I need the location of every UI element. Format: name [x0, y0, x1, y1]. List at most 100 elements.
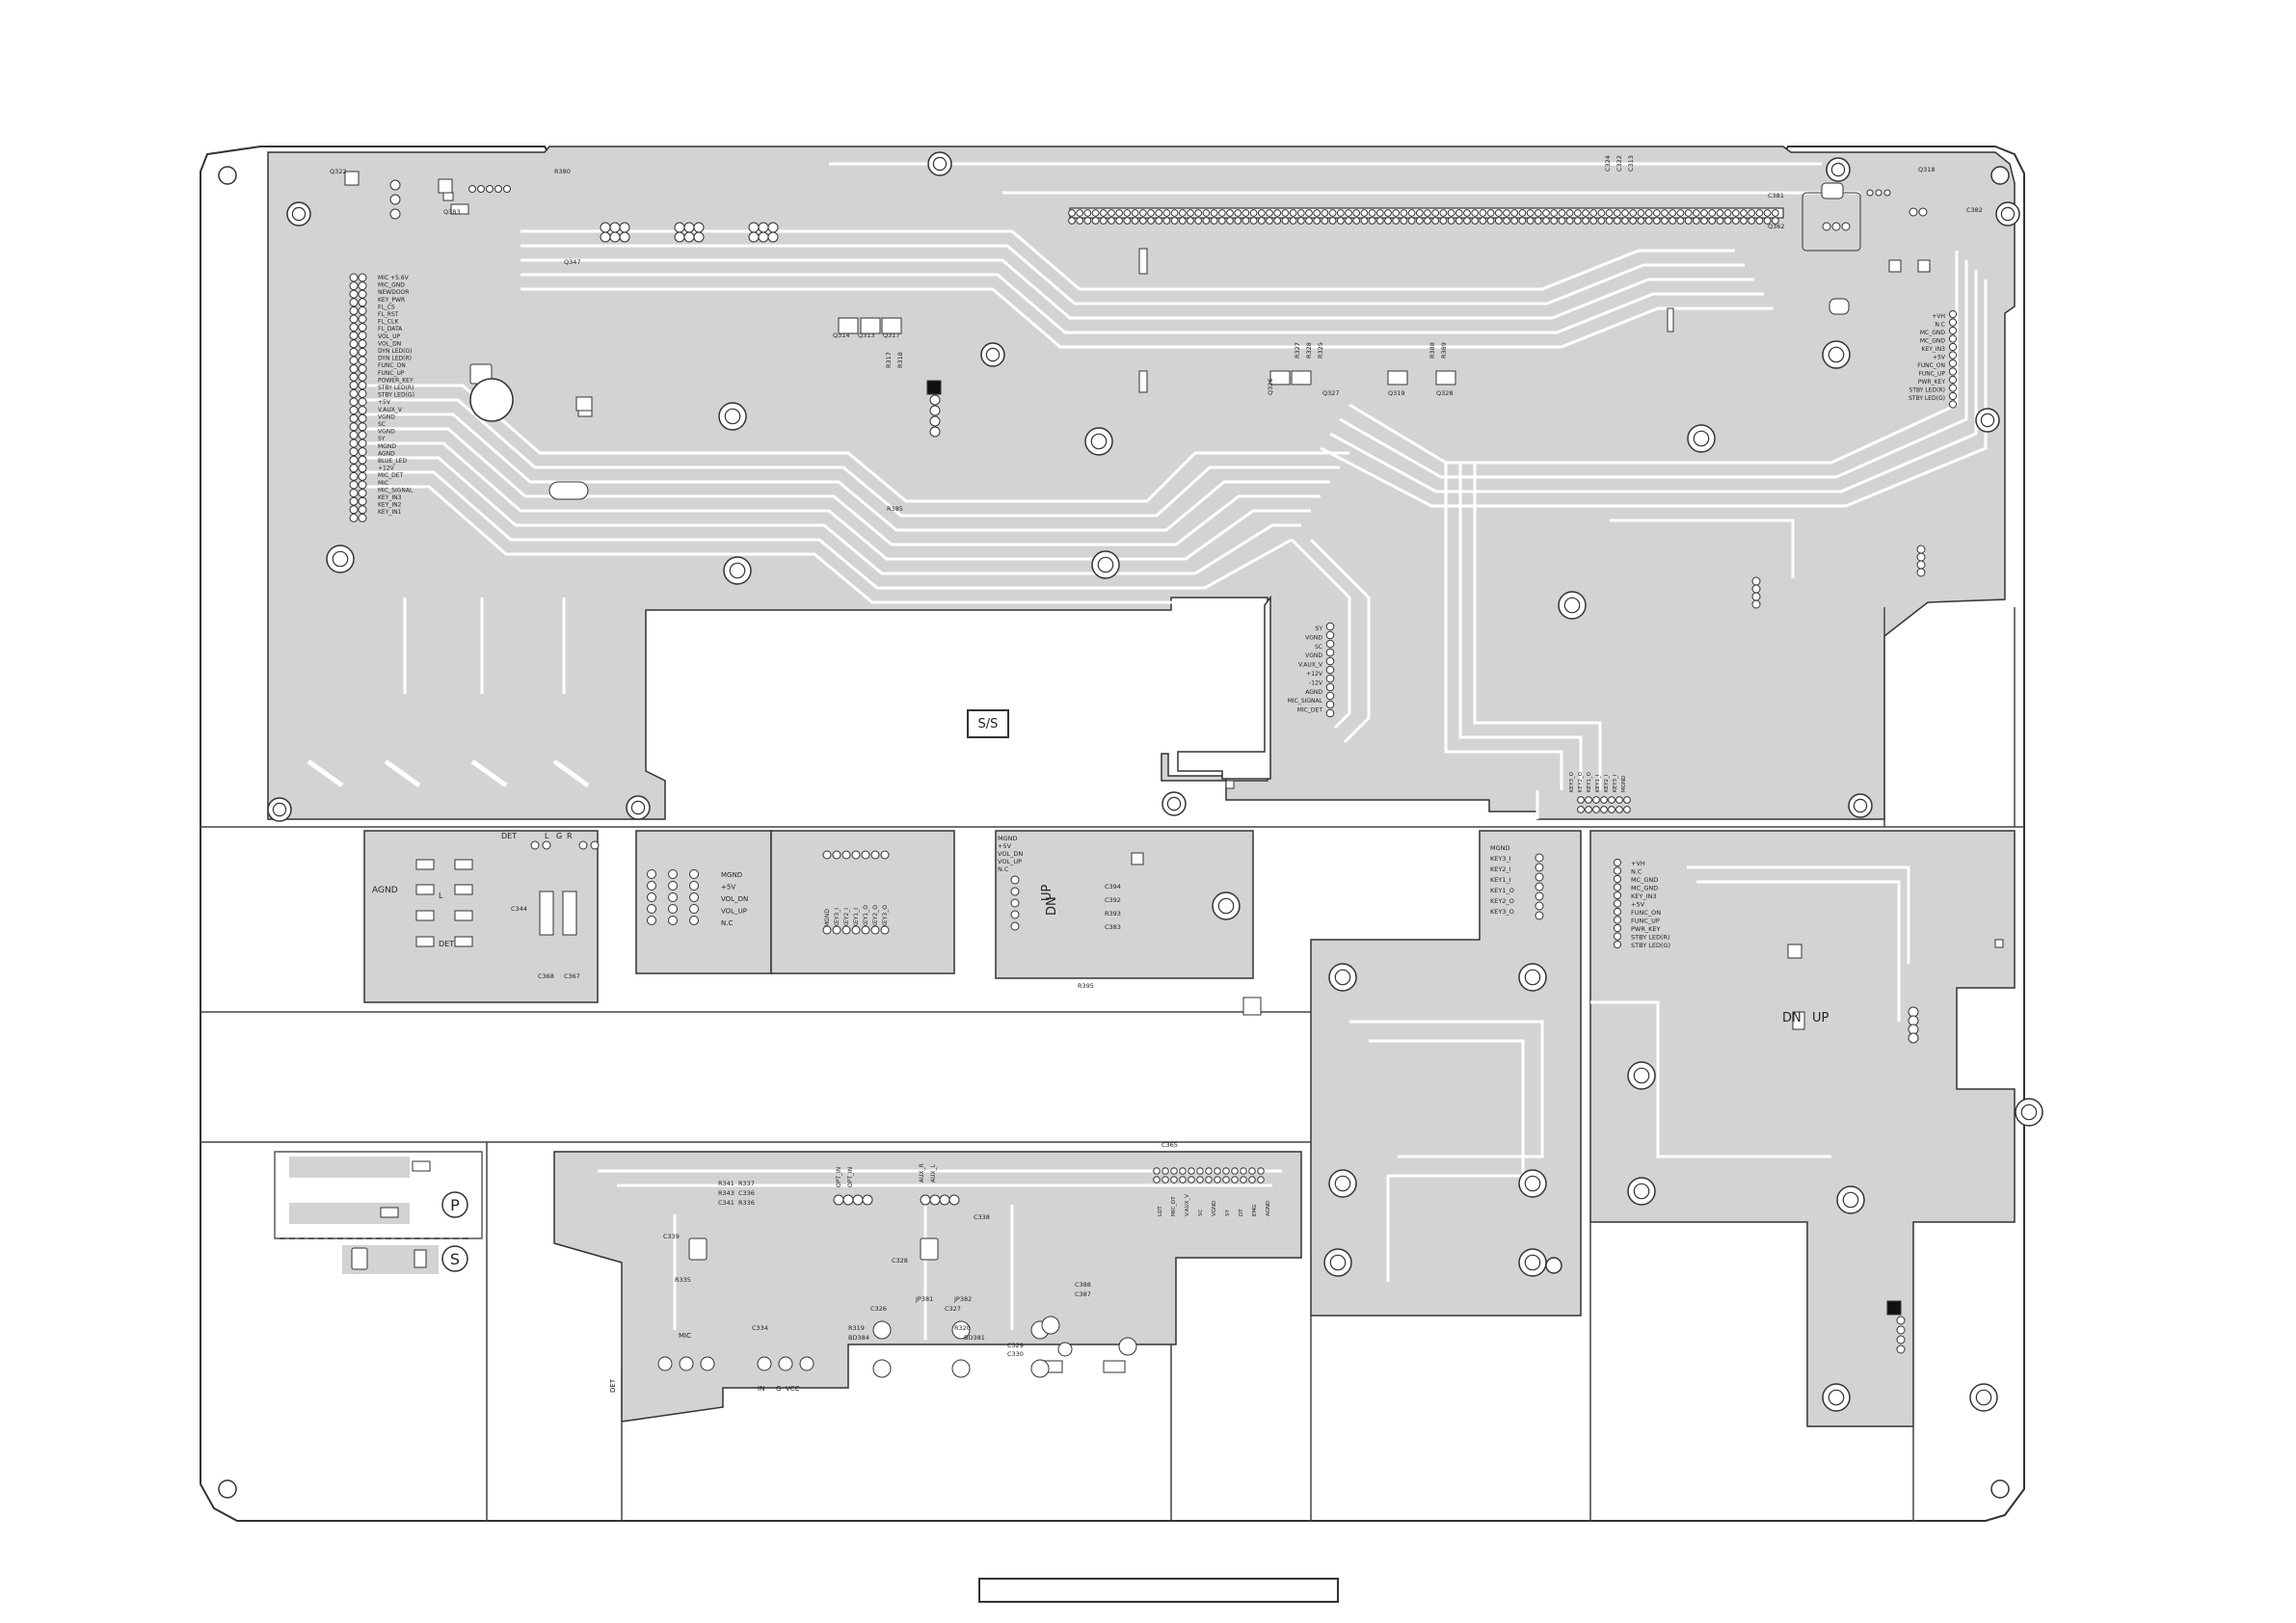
connector-pin — [832, 925, 841, 935]
header-pin — [1336, 209, 1345, 217]
header-pin — [1083, 217, 1092, 225]
right-lower-connector-label: PWR_KEY — [1631, 925, 1660, 933]
lead-pin — [389, 194, 401, 205]
connector-pin — [1010, 875, 1020, 885]
connector-pin — [358, 464, 367, 473]
header-pin — [1217, 217, 1226, 225]
connector-pin — [1577, 796, 1585, 804]
mounting-hole-inner — [1090, 433, 1108, 450]
lower-connector-label: AGND — [1266, 1201, 1271, 1216]
transistor-pin — [758, 231, 769, 243]
reference-designator: C387 — [1075, 1290, 1091, 1298]
connector-pin — [1948, 351, 1958, 359]
header-pin — [1178, 217, 1187, 225]
connector-pin — [358, 422, 367, 432]
header-pin — [1091, 209, 1100, 217]
jack-pin — [679, 1356, 694, 1371]
header-pin — [1289, 209, 1297, 217]
header-pin — [1115, 209, 1124, 217]
connector-pin — [1325, 656, 1335, 666]
pot-pin — [951, 1359, 971, 1378]
reference-designator: R395 — [1078, 982, 1094, 990]
header-pin — [1748, 217, 1756, 225]
pot-pin — [1118, 1337, 1137, 1356]
sub-board-cut-lines — [200, 607, 2024, 1521]
transistor-pin — [683, 231, 695, 243]
main-connector-pin-label: KEY_PWR — [378, 297, 405, 304]
jack-pin — [657, 1356, 673, 1371]
connector-pin — [1248, 1176, 1256, 1184]
header-pin — [1589, 217, 1598, 225]
main-connector-pin-label: FL_RST — [378, 311, 399, 318]
reference-designator: Q347 — [564, 258, 581, 266]
connector-pin — [1153, 1167, 1161, 1175]
connector-pin — [880, 850, 890, 860]
header-pin — [1748, 209, 1756, 217]
lower-board-label: G — [776, 1385, 781, 1393]
connector-pin — [1948, 326, 1958, 335]
header-pin — [1613, 209, 1621, 217]
connector-pin — [358, 406, 367, 415]
header-pin — [1187, 209, 1194, 217]
header-pin — [1494, 209, 1503, 217]
right-lower-connector-label: MC_GND — [1631, 876, 1658, 884]
right-lower-connector-label: N.C — [1631, 868, 1642, 876]
header-pin — [1375, 209, 1384, 217]
mounting-hole-inner — [1828, 346, 1845, 363]
connector-pin — [358, 388, 367, 398]
main-connector-pin-label: KEY_IN2 — [378, 502, 402, 509]
connector-pin — [1592, 806, 1600, 813]
jack-label: DET — [501, 832, 517, 840]
key-connector-a-label: VOL_UP — [721, 908, 747, 916]
main-connector-pin-label: FL_CLK — [378, 319, 399, 326]
connector-pin — [349, 480, 359, 490]
header-pin — [1424, 217, 1431, 225]
connector-pin — [358, 381, 367, 390]
connector-pin — [1535, 863, 1544, 872]
header-pin — [1241, 209, 1250, 217]
header-pin — [1321, 217, 1329, 225]
connector-pin — [1948, 342, 1958, 352]
lead-pin — [1916, 560, 1926, 570]
mounting-hole-inner — [1329, 1254, 1347, 1271]
connector-pin — [1623, 796, 1631, 804]
connector-pin — [841, 850, 851, 860]
key-connector-b-label: KEY2_O — [872, 905, 879, 927]
header-pin — [1447, 217, 1455, 225]
header-pin — [1755, 217, 1764, 225]
header-pin — [1076, 217, 1084, 225]
main-connector-pin-label: MIC +5.6V — [378, 275, 410, 281]
lead-pin — [1908, 1032, 1919, 1044]
header-pin — [1731, 209, 1740, 217]
connector-pin — [349, 505, 359, 515]
connector-pin — [349, 397, 359, 407]
header-pin — [1147, 217, 1155, 225]
reference-designator: R325 — [1317, 342, 1324, 359]
main-connector-pin-label: STBY LED(G) — [378, 392, 414, 399]
left-main-connector: MIC +5.6VMIC_GNDNEWDOORKEY_PWRFL_CSFL_RS… — [349, 273, 414, 522]
main-connector-pin-label: +12V — [378, 466, 395, 472]
connector-pin — [689, 892, 699, 902]
right-lower-connector-label: STBY LED(G) — [1631, 942, 1670, 949]
header-pin — [1637, 209, 1645, 217]
header-pin — [1328, 217, 1337, 225]
key-connector-a-label: MGND — [721, 871, 742, 879]
lead-pin — [1909, 207, 1918, 217]
connector-pin — [358, 331, 367, 340]
main-connector-pin-label: VOL_DN — [378, 340, 401, 347]
reference-designator: R385 — [887, 505, 903, 513]
connector-pin — [358, 314, 367, 324]
header-pin — [1731, 217, 1740, 225]
reference-designator: C338 — [974, 1213, 990, 1221]
main-connector-pin-label: VGND — [378, 429, 395, 436]
main-connector-pin-label: MGND — [378, 443, 396, 450]
header-pin — [1352, 217, 1361, 225]
mounting-hole-inner — [2020, 1104, 2038, 1121]
header-pin — [1226, 217, 1234, 225]
header-pin — [1723, 209, 1732, 217]
connector-pin — [349, 381, 359, 390]
connector-pin — [358, 372, 367, 382]
header-pin — [1194, 217, 1203, 225]
center-connector-pin-label: +12V — [1306, 671, 1323, 678]
header-pin — [1573, 209, 1582, 217]
